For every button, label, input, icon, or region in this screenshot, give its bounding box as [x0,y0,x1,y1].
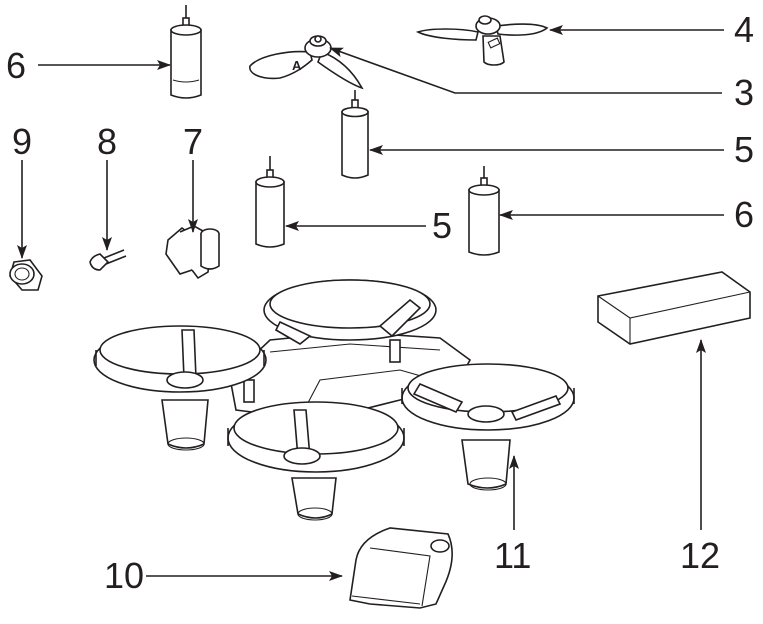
leader-3 [330,48,722,93]
label-propeller-a: 3 [734,75,754,111]
part-7-clip [166,226,219,278]
motor-cw-mid [469,166,499,255]
part-9-switch [10,260,42,290]
propeller-b [418,16,547,65]
label-motor-cw-mid: 6 [734,197,754,233]
svg-text:A: A [292,58,302,73]
canopy [350,528,452,608]
label-battery: 12 [680,538,720,574]
label-part-7: 7 [183,124,203,160]
label-motor-ccw-mid: 5 [432,208,452,244]
propeller-a: A [250,36,362,88]
label-motor-ccw-top: 5 [734,132,754,168]
label-propeller-b: 4 [734,12,754,48]
motor-cw-top [171,5,201,98]
label-part-8: 8 [97,124,117,160]
motor-ccw-mid [256,156,284,247]
label-frame: 11 [494,538,531,574]
label-part-9: 9 [12,124,32,160]
drone-frame [94,280,574,520]
label-motor-cw-top: 6 [6,48,26,84]
battery [598,272,750,344]
motor-ccw-top [342,90,368,178]
part-8-led [90,250,126,270]
label-canopy: 10 [104,558,144,594]
